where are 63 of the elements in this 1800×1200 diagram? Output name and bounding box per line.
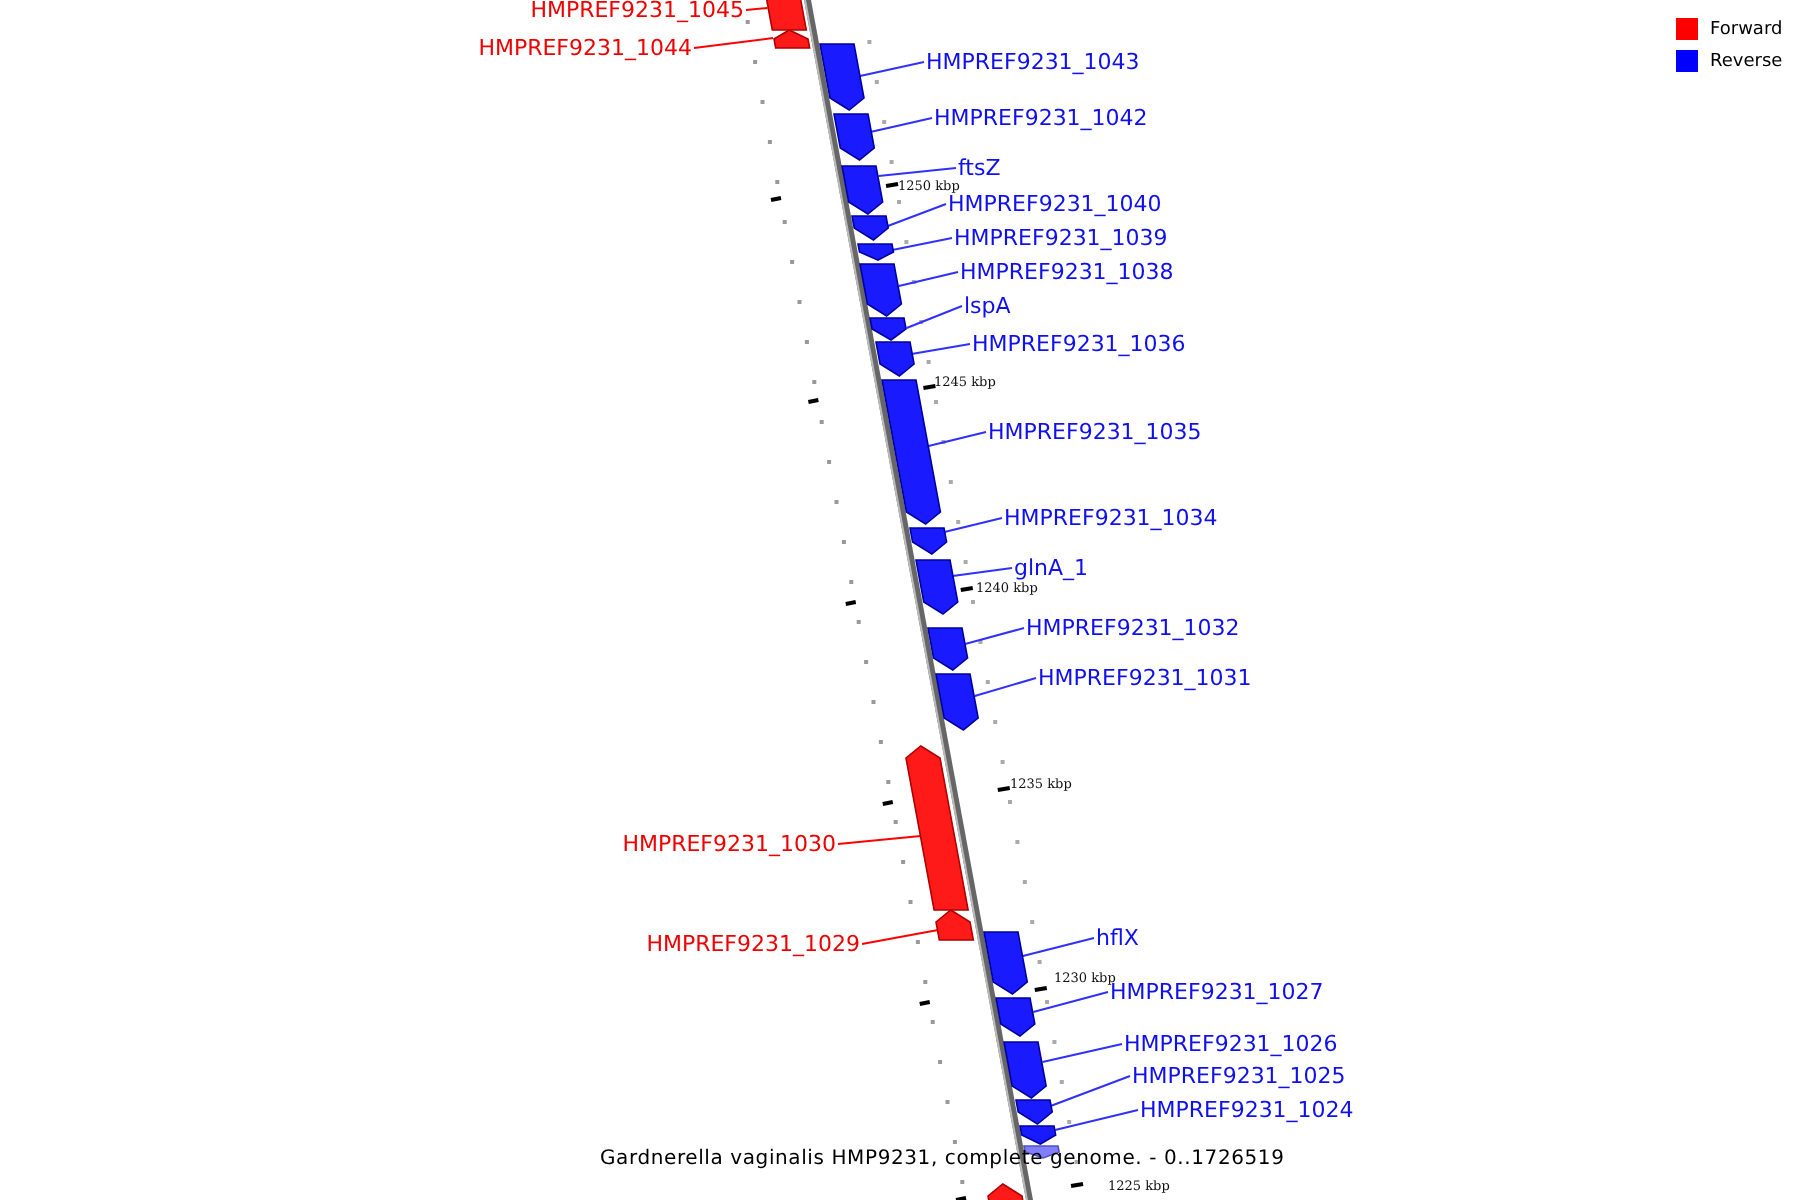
gene-label: HMPREF9231_1039 (954, 225, 1168, 251)
reverse-gene-segment (1015, 1100, 1052, 1124)
gene-label: ftsZ (958, 155, 1001, 181)
leader-line (910, 343, 971, 355)
gene-label: glnA_1 (1014, 555, 1089, 581)
gene-label: HMPREF9231_1040 (948, 191, 1162, 217)
gene-label: HMPREF9231_1029 (646, 931, 860, 957)
gene-label: HMPREF9231_1045 (530, 0, 744, 23)
leader-line (905, 305, 963, 329)
reverse-gene-segment (820, 44, 865, 110)
leader-line (745, 7, 769, 11)
leader-line (897, 271, 959, 287)
leader-line (877, 167, 957, 177)
gene-label: lspA (964, 293, 1011, 319)
reverse-gene-segment (857, 244, 893, 260)
gene-label: HMPREF9231_1024 (1140, 1097, 1354, 1123)
leader-line (951, 567, 1013, 577)
reverse-gene-segment (915, 560, 958, 614)
gene-label: HMPREF9231_1042 (934, 105, 1148, 131)
leader-line (1041, 1043, 1123, 1063)
gene-label: HMPREF9231_1027 (1110, 979, 1324, 1005)
leader-line (886, 203, 947, 227)
leader-line (891, 237, 953, 251)
reverse-gene-segment (996, 998, 1036, 1036)
reverse-gene-segment (842, 166, 884, 214)
gene-label: HMPREF9231_1035 (988, 419, 1202, 445)
gene-label: HMPREF9231_1025 (1132, 1063, 1346, 1089)
gene-label: HMPREF9231_1044 (478, 35, 692, 61)
reverse-gene-segment (1020, 1126, 1056, 1144)
gene-label: HMPREF9231_1034 (1004, 505, 1218, 531)
leader-line (837, 835, 922, 845)
gene-label: HMPREF9231_1031 (1038, 665, 1252, 691)
leader-line (1049, 1075, 1131, 1107)
leader-line (861, 929, 940, 945)
gene-label: HMPREF9231_1026 (1124, 1031, 1338, 1057)
leader-line (927, 431, 987, 447)
leader-line (1021, 937, 1095, 957)
gene-label: HMPREF9231_1030 (622, 831, 836, 857)
reverse-gene-segment (851, 216, 889, 240)
gene-label: HMPREF9231_1043 (926, 49, 1140, 75)
leader-line (869, 117, 933, 133)
reverse-gene-segment (936, 674, 979, 730)
reverse-gene-segment (870, 318, 907, 340)
reverse-gene-segment (833, 114, 874, 160)
leader-line (1032, 991, 1109, 1013)
forward-gene-segment (936, 910, 974, 940)
reverse-gene-segment (984, 932, 1028, 994)
forward-gene-segment (773, 30, 809, 48)
gene-label: HMPREF9231_1032 (1026, 615, 1240, 641)
leader-line (943, 517, 1003, 533)
leader-line (964, 627, 1025, 645)
leader-line (859, 61, 925, 77)
leader-line (1054, 1109, 1139, 1131)
gene-label: HMPREF9231_1038 (960, 259, 1174, 285)
legend-label: Forward (1710, 19, 1783, 39)
gene-label: hflX (1096, 925, 1139, 951)
leader-line (973, 677, 1037, 697)
gene-label: HMPREF9231_1036 (972, 331, 1186, 357)
reverse-gene-segment (909, 528, 947, 554)
leader-line (693, 37, 775, 49)
legend-label: Reverse (1710, 51, 1783, 71)
reverse-gene-segment (875, 342, 914, 376)
reverse-gene-segment (928, 628, 968, 670)
